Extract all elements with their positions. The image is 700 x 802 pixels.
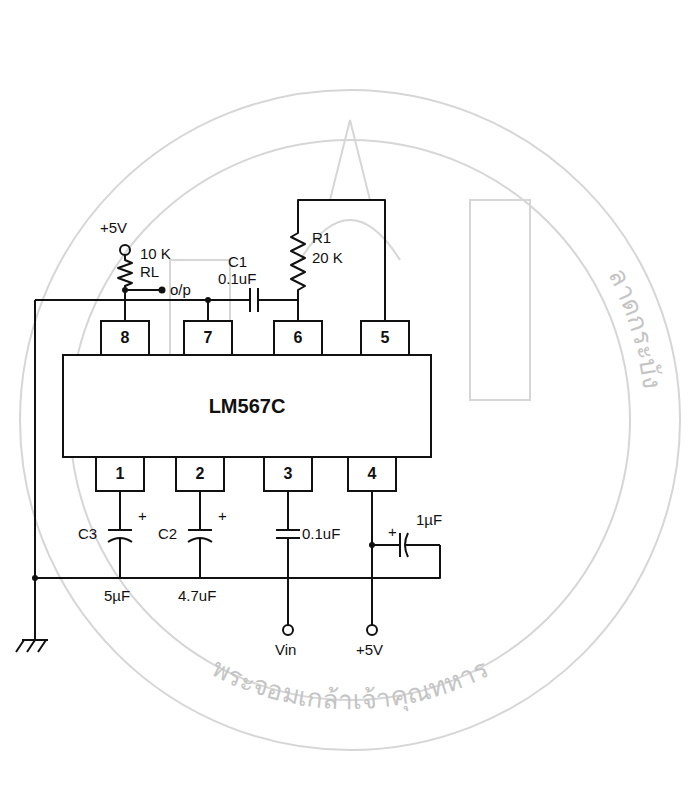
junction-dot	[369, 542, 375, 548]
polarity-mark: +	[138, 508, 147, 525]
junction-dot	[32, 575, 38, 581]
ic-body: LM567C	[62, 354, 432, 458]
ic-name: LM567C	[209, 395, 286, 418]
capacitor-value: 5µF	[104, 588, 130, 605]
signal-name: Vin	[275, 642, 296, 659]
resistor-symbol	[118, 255, 132, 320]
pin-box: 1	[95, 456, 145, 492]
resistor-value: 20 K	[312, 250, 343, 267]
capacitor-symbol	[276, 490, 300, 625]
capacitor-symbol	[250, 288, 258, 312]
part-name: C3	[78, 526, 97, 543]
capacitor-value: 4.7uF	[178, 588, 216, 605]
part-name: R1	[312, 230, 331, 247]
part-name: RL	[140, 264, 159, 281]
pin-number: 7	[204, 329, 213, 347]
terminal	[120, 245, 130, 255]
capacitor-symbol	[108, 490, 132, 578]
terminal	[367, 625, 377, 635]
signal-name: o/p	[170, 282, 191, 299]
wire	[34, 300, 36, 640]
part-name: C2	[158, 526, 177, 543]
capacitor-value: 1µF	[416, 512, 442, 529]
pin-box: 4	[347, 456, 397, 492]
pin-box: 2	[175, 456, 225, 492]
polarity-mark: +	[388, 524, 397, 541]
output-dot	[159, 287, 166, 294]
pin-box: 3	[263, 456, 313, 492]
terminal	[283, 625, 293, 635]
pin-box: 7	[183, 320, 233, 356]
ground-symbol	[16, 640, 48, 652]
capacitor-value: 0.1uF	[302, 526, 340, 543]
resistor-symbol	[291, 200, 385, 320]
pin-box: 6	[273, 320, 323, 356]
pin-box: 8	[100, 320, 150, 356]
watermark-seal	[20, 90, 680, 750]
wire	[35, 299, 250, 301]
watermark: ลาดกระบัง	[602, 263, 667, 391]
wire	[35, 545, 440, 578]
junction-dot	[122, 287, 128, 293]
pin-number: 1	[116, 465, 125, 483]
supply-label: +5V	[100, 220, 127, 237]
pin-box: 5	[360, 320, 410, 356]
watermark: พระจอมเกล้าเจ้าคุณทหาร	[207, 653, 493, 715]
pin-number: 8	[121, 329, 130, 347]
pin-number: 6	[294, 329, 303, 347]
pin-number: 3	[284, 465, 293, 483]
pin-number: 4	[368, 465, 377, 483]
wire	[258, 299, 298, 301]
capacitor-symbol	[188, 490, 212, 578]
pin-number: 2	[196, 465, 205, 483]
junction-dot	[205, 297, 211, 303]
part-name: C1	[228, 254, 247, 271]
supply-label: +5V	[356, 642, 383, 659]
capacitor-symbol	[372, 533, 440, 557]
polarity-mark: +	[218, 508, 227, 525]
capacitor-value: 0.1uF	[218, 271, 256, 288]
wire	[371, 490, 373, 625]
wire	[125, 289, 160, 291]
pin-number: 5	[381, 329, 390, 347]
resistor-value: 10 K	[140, 246, 171, 263]
